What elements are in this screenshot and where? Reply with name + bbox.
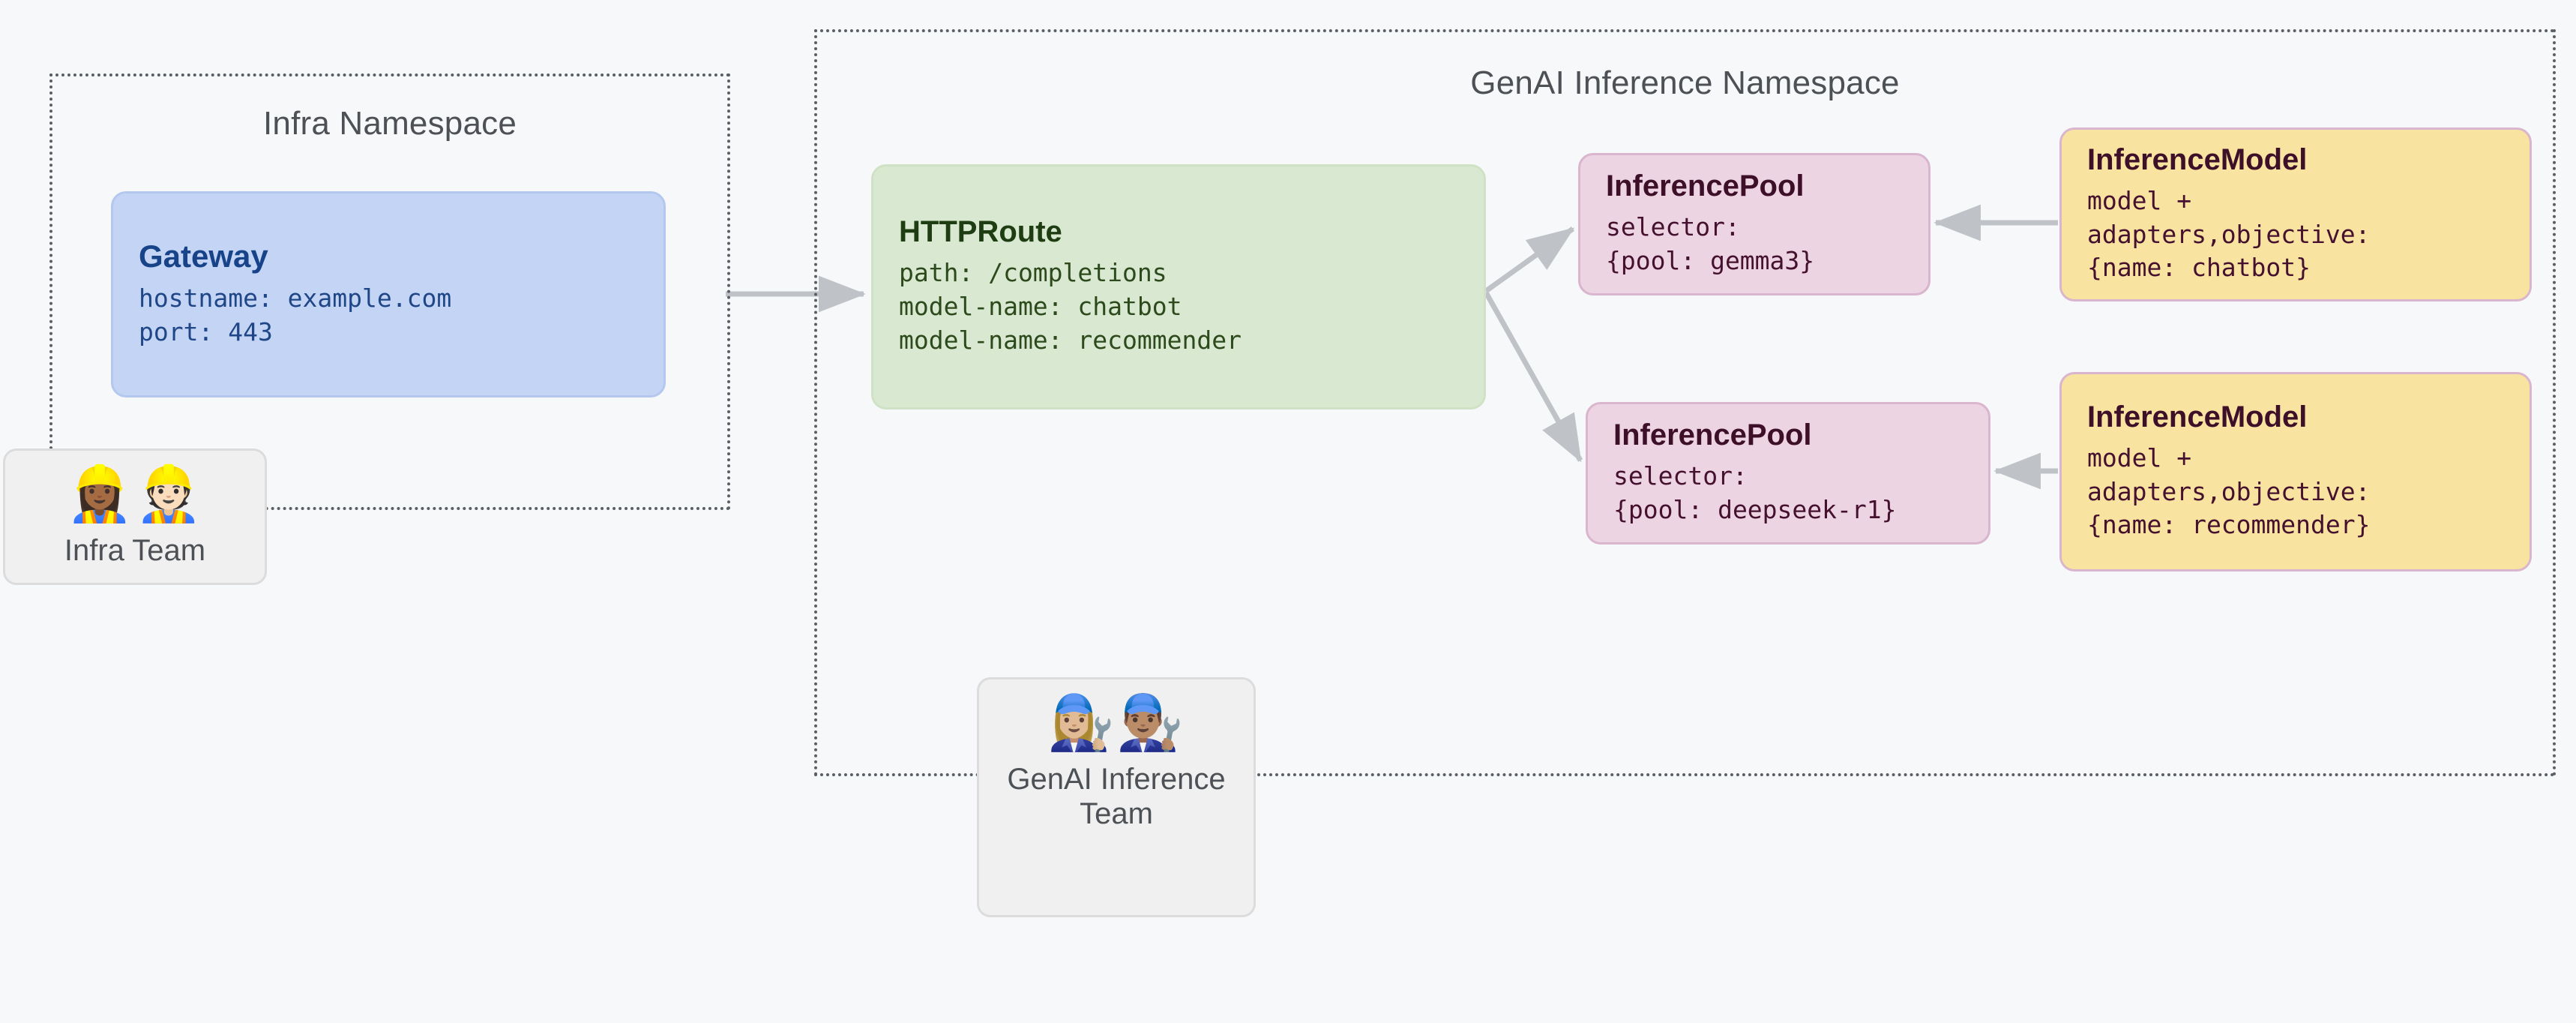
httproute-model-name-chatbot-line: model-name: chatbot <box>899 292 1182 322</box>
inferencemodel-chatbot-adapters-line: adapters,objective: <box>2087 219 2371 249</box>
infra-namespace-title: Infra Namespace <box>262 105 517 142</box>
edge-httproute-to-pool-gemma3 <box>1484 226 1575 293</box>
genai-namespace-boundary: GenAI Inference Namespace <box>814 29 2556 776</box>
construction-workers-icon: 👷🏾‍♀️👷🏻 <box>66 464 204 524</box>
gateway-node[interactable]: Gateway hostname: example.com port: 443 <box>111 191 666 398</box>
inferencemodel-recommender-name-line: {name: recommender} <box>2087 510 2371 540</box>
inferencepool-deepseek-selector-label: selector: <box>1613 461 1748 491</box>
genai-team-card[interactable]: 👩🏼‍🔧👨🏽‍🔧 GenAI Inference Team <box>977 677 1256 917</box>
inferencepool-gemma3-selector-value: {pool: gemma3} <box>1606 246 1815 275</box>
infra-namespace-boundary: Infra Namespace <box>49 74 730 510</box>
gateway-hostname-line: hostname: example.com <box>139 283 452 313</box>
genai-namespace-title: GenAI Inference Namespace <box>1470 64 1900 101</box>
inferencemodel-recommender-node[interactable]: InferenceModel model + adapters,objectiv… <box>2059 372 2532 572</box>
gateway-port-line: port: 443 <box>139 316 273 346</box>
inferencepool-gemma3-selector-label: selector: <box>1606 212 1740 242</box>
inferencemodel-chatbot-model-line: model + <box>2087 185 2192 215</box>
inferencepool-deepseek-title: InferencePool <box>1613 418 1812 452</box>
httproute-model-name-recommender-line: model-name: recommender <box>899 325 1242 355</box>
inferencemodel-chatbot-title: InferenceModel <box>2087 142 2308 176</box>
mechanics-icon: 👩🏼‍🔧👨🏽‍🔧 <box>1047 693 1185 753</box>
inferencemodel-chatbot-name-line: {name: chatbot} <box>2087 253 2311 283</box>
inferencepool-gemma3-node[interactable]: InferencePool selector: {pool: gemma3} <box>1578 153 1931 296</box>
httproute-path-line: path: /completions <box>899 258 1167 288</box>
edge-httproute-to-pool-deepseek <box>1483 291 1583 463</box>
genai-team-label: GenAI Inference Team <box>1007 763 1226 831</box>
httproute-node[interactable]: HTTPRoute path: /completions model-name:… <box>871 164 1486 410</box>
httproute-node-title: HTTPRoute <box>899 215 1062 249</box>
inferencemodel-chatbot-node[interactable]: InferenceModel model + adapters,objectiv… <box>2059 128 2532 302</box>
inferencemodel-recommender-adapters-line: adapters,objective: <box>2087 476 2371 506</box>
inferencemodel-recommender-title: InferenceModel <box>2087 400 2308 434</box>
inferencepool-gemma3-title: InferencePool <box>1606 170 1805 203</box>
inferencepool-deepseek-node[interactable]: InferencePool selector: {pool: deepseek-… <box>1586 402 1990 544</box>
gateway-node-title: Gateway <box>139 238 268 274</box>
infra-team-label: Infra Team <box>64 534 206 567</box>
infra-team-card[interactable]: 👷🏾‍♀️👷🏻 Infra Team <box>3 448 267 585</box>
inferencepool-deepseek-selector-value: {pool: deepseek-r1} <box>1613 495 1897 524</box>
inferencemodel-recommender-model-line: model + <box>2087 442 2192 472</box>
